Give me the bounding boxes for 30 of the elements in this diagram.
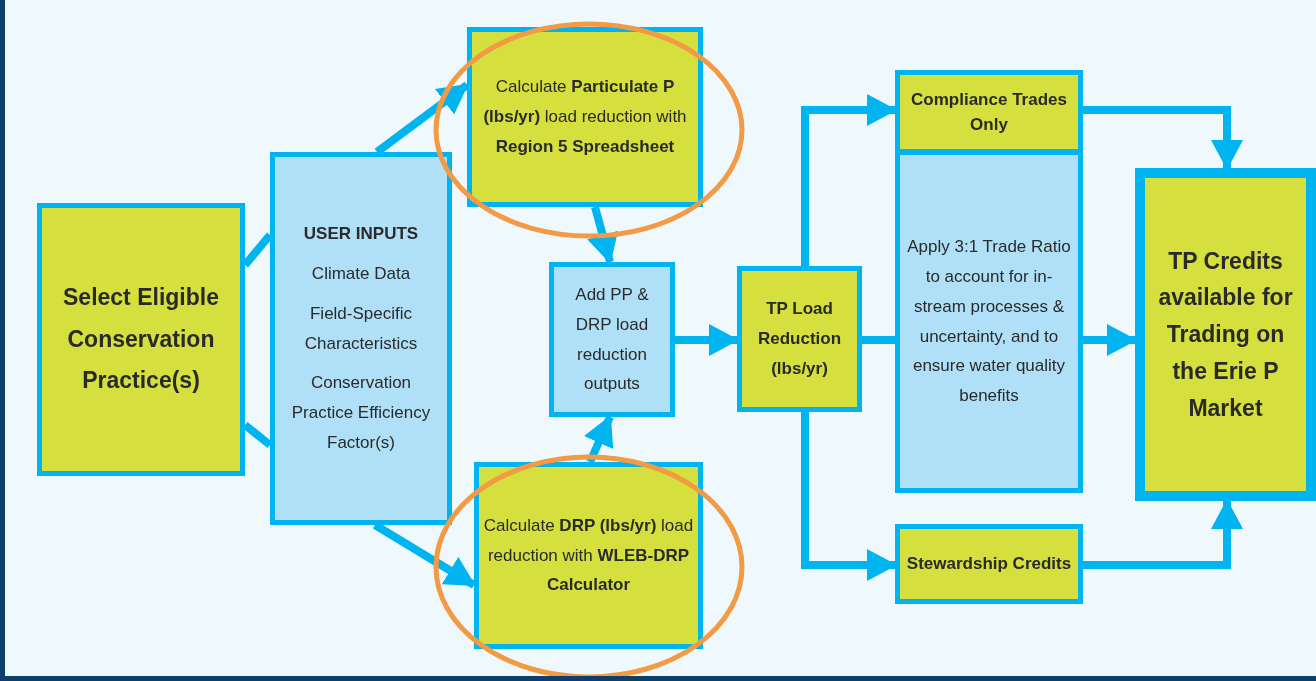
- box-text: TP Credits available for Trading on the Erie P Market: [1157, 246, 1294, 423]
- arrow: [801, 94, 897, 266]
- box-text: Add PP & DRP load reduction outputs: [574, 284, 650, 396]
- arrow: [801, 412, 897, 581]
- box-text: Conservation Practice Efficiency Factor(s): [290, 372, 432, 454]
- box-text: Calculate DRP (lbs/yr) load reduction with WLEB-DRP Calculator: [483, 514, 694, 597]
- info-box: [270, 152, 452, 525]
- arrow: [1083, 106, 1243, 170]
- arrow: [1083, 499, 1243, 569]
- process-box: [895, 524, 1083, 604]
- box-text: Stewardship Credits: [906, 553, 1072, 576]
- arrow: [1083, 324, 1137, 356]
- box-heading: USER INPUTS: [303, 223, 419, 246]
- arrow: [675, 324, 739, 356]
- process-box: [474, 462, 703, 649]
- box-text: Climate Data: [311, 263, 411, 286]
- info-box: [549, 262, 675, 417]
- box-text: Calculate Particulate P (lbs/yr) load reduction with Region 5 Spreadsheet: [482, 76, 688, 158]
- box-text: Apply 3:1 Trade Ratio to account for in-stream processes & uncertainty, and to ensure water quality benefits: [906, 236, 1072, 407]
- process-box: [1135, 168, 1316, 501]
- box-text: Compliance Trades Only: [910, 88, 1068, 136]
- process-box: [37, 203, 245, 476]
- box-text: Select Eligible Conservation Practice(s): [62, 283, 220, 396]
- process-box: [467, 27, 703, 207]
- connector-line: [862, 336, 895, 344]
- process-box: [737, 266, 862, 412]
- box-text: TP Load Reduction (lbs/yr): [756, 298, 843, 380]
- arrow: [587, 205, 619, 264]
- arrow: [584, 415, 614, 464]
- box-text: Field-Specific Characteristics: [303, 302, 419, 355]
